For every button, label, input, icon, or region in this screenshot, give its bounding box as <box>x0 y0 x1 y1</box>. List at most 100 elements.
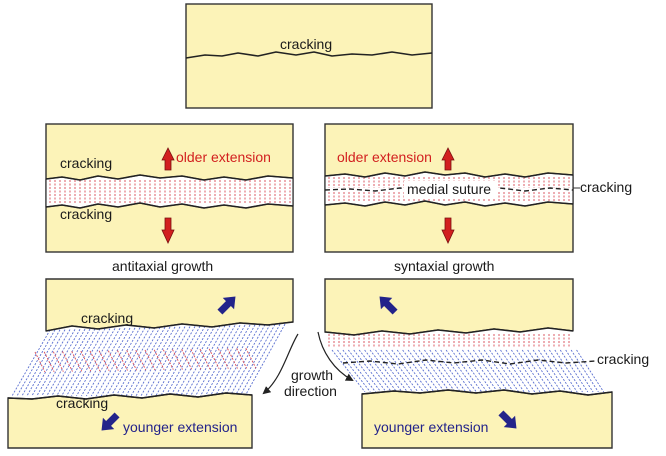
fiber-line <box>46 328 86 397</box>
fiber-line <box>358 349 392 393</box>
fiber-line <box>62 351 73 372</box>
fiber-line <box>462 349 493 393</box>
fiber-line <box>115 327 156 397</box>
red-arrow-icon <box>441 217 455 244</box>
fiber-line <box>153 349 165 371</box>
fiber-line <box>107 350 119 371</box>
fiber-line <box>56 328 96 397</box>
fiber-line <box>375 349 408 393</box>
fiber-line <box>51 328 91 397</box>
fiber-line <box>236 348 248 369</box>
fiber-line <box>21 329 61 397</box>
fiber-line <box>570 349 599 393</box>
fiber-line <box>424 349 456 393</box>
fiber-line <box>204 324 246 397</box>
antitaxial-caption: antitaxial growth <box>112 258 213 274</box>
red-arrow-icon <box>161 217 175 244</box>
bottom-right-upper-crack <box>324 327 574 336</box>
growth-direction-annotation: growth direction <box>262 331 354 399</box>
fiber-line <box>543 349 573 393</box>
fiber-line <box>162 349 174 370</box>
fiber-line <box>445 349 477 393</box>
fiber-line <box>89 350 101 372</box>
fiber-line <box>110 327 151 397</box>
antitaxial-panel: cracking cracking older extension antita… <box>45 123 294 274</box>
fiber-line <box>516 349 546 393</box>
fiber-line <box>160 326 201 397</box>
fiber-line <box>500 349 530 393</box>
top-panel: cracking <box>185 3 433 109</box>
fiber-line <box>565 349 594 393</box>
antitaxial-lower-cracking-label: cracking <box>60 206 112 222</box>
fiber-line <box>117 350 128 371</box>
antitaxial-upper-crack <box>45 174 294 181</box>
fiber-line <box>43 351 55 373</box>
fiber-line <box>407 349 440 393</box>
fiber-line <box>440 349 472 393</box>
fiber-line <box>538 349 567 393</box>
fiber-line <box>510 349 541 393</box>
fiber-line <box>396 349 430 393</box>
fiber-line <box>559 349 589 393</box>
fiber-line <box>61 328 101 397</box>
fiber-line <box>521 349 552 393</box>
bottom-right-upper-block <box>324 278 574 336</box>
fiber-line <box>52 351 64 372</box>
fiber-line <box>429 349 461 393</box>
bottom-left-upper-cracking-label: cracking <box>81 310 133 326</box>
fiber-line <box>478 349 509 393</box>
medial-suture-label-bg <box>404 181 498 198</box>
fiber-line <box>489 349 520 393</box>
fiber-line <box>224 324 266 397</box>
syntaxial-panel: medial suture older extension cracking s… <box>324 123 632 274</box>
direction-label: direction <box>284 383 337 399</box>
fiber-line <box>195 325 236 397</box>
fiber-line <box>190 325 231 397</box>
bottom-right-cracking-label: cracking <box>597 351 649 367</box>
growth-direction-right-arrow <box>317 331 354 381</box>
fiber-line <box>36 329 76 397</box>
fiber-line <box>41 329 81 397</box>
fiber-line <box>483 349 514 393</box>
blue-arrow-icon <box>217 296 236 315</box>
fiber-line <box>31 329 71 397</box>
fiber-line <box>126 350 138 371</box>
fiber-line <box>144 349 156 371</box>
fiber-line <box>76 328 116 397</box>
bottom-left-lower-crack <box>7 392 253 400</box>
syntaxial-upper-crack <box>324 171 574 178</box>
fiber-line <box>105 327 146 397</box>
fiber-line <box>342 349 376 393</box>
fiber-line <box>81 328 121 397</box>
bottom-left-lower-cracking-label: cracking <box>56 395 108 411</box>
fiber-line <box>98 350 110 372</box>
fiber-line <box>16 329 56 397</box>
syntaxial-older-extension-label: older extension <box>337 149 432 165</box>
fiber-line <box>181 349 193 370</box>
fiber-line <box>331 349 366 393</box>
bottom-left-younger-extension-label: younger extension <box>123 419 237 435</box>
fiber-line <box>100 327 141 397</box>
fiber-line <box>180 325 221 397</box>
fiber-line <box>34 351 46 373</box>
fiber-line <box>505 349 536 393</box>
antitaxial-upper-cracking-label: cracking <box>60 155 112 171</box>
fiber-line <box>434 349 467 393</box>
fiber-line <box>140 326 181 397</box>
fiber-line <box>185 325 226 397</box>
fiber-line <box>385 349 419 393</box>
fiber-line <box>145 326 186 397</box>
fiber-line <box>554 349 583 393</box>
fiber-line <box>402 349 435 393</box>
fiber-line <box>150 326 191 397</box>
fiber-line <box>208 348 220 370</box>
fiber-line <box>71 351 83 372</box>
fiber-line <box>576 349 605 393</box>
fiber-line <box>66 328 106 397</box>
fiber-line <box>239 324 281 397</box>
blue-arrow-icon <box>101 412 120 431</box>
fiber-line <box>120 327 161 397</box>
fiber-line <box>337 349 371 393</box>
fiber-line <box>155 326 196 397</box>
bottom-right-suture-crack <box>342 359 597 365</box>
